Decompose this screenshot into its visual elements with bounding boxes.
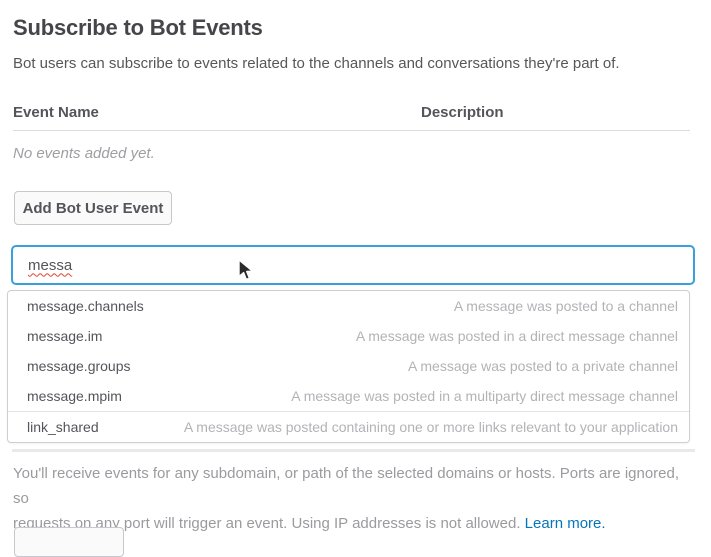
suggestion-description: A message was posted to a channel: [453, 298, 678, 314]
column-header-description: Description: [421, 104, 504, 121]
event-search-typed-text: messa: [28, 256, 73, 274]
suggestion-name: message.channels: [27, 298, 144, 314]
learn-more-link[interactable]: Learn more.: [524, 515, 606, 532]
column-header-event-name: Event Name: [13, 104, 99, 121]
suggestion-description: A message was posted in a multiparty dir…: [291, 388, 678, 404]
suggestion-description: A message was posted in a direct message…: [355, 328, 678, 344]
partially-visible-button[interactable]: [14, 527, 124, 557]
suggestion-link-shared[interactable]: link_shared A message was posted contain…: [8, 412, 689, 442]
section-divider: [12, 449, 695, 452]
suggestion-name: message.mpim: [27, 388, 122, 404]
suggestion-group-separator: [8, 411, 689, 412]
suggestion-name: link_shared: [27, 419, 99, 435]
table-header-divider: [13, 130, 690, 131]
suggestion-name: message.groups: [27, 358, 131, 374]
add-bot-user-event-button[interactable]: Add Bot User Event: [14, 191, 172, 225]
event-search-input[interactable]: messa: [11, 245, 695, 285]
suggestion-message-groups[interactable]: message.groups A message was posted to a…: [8, 351, 689, 381]
suggestion-message-im[interactable]: message.im A message was posted in a dir…: [8, 321, 689, 351]
event-suggestions-dropdown: message.channels A message was posted to…: [7, 290, 690, 443]
empty-state-message: No events added yet.: [13, 145, 155, 162]
footer-note-line2: requests on any port will trigger an eve…: [13, 515, 521, 532]
page-title: Subscribe to Bot Events: [13, 15, 263, 40]
footer-note-line1: You'll receive events for any subdomain,…: [13, 465, 680, 507]
suggestion-message-mpim[interactable]: message.mpim A message was posted in a m…: [8, 381, 689, 411]
suggestion-message-channels[interactable]: message.channels A message was posted to…: [8, 291, 689, 321]
page-subtitle: Bot users can subscribe to events relate…: [13, 55, 620, 72]
suggestion-name: message.im: [27, 328, 103, 344]
footer-note: You'll receive events for any subdomain,…: [13, 461, 693, 536]
mouse-pointer-icon: [238, 259, 254, 281]
suggestion-description: A message was posted containing one or m…: [183, 419, 678, 435]
suggestion-description: A message was posted to a private channe…: [407, 358, 678, 374]
events-table-header: Event Name Description: [13, 104, 690, 122]
